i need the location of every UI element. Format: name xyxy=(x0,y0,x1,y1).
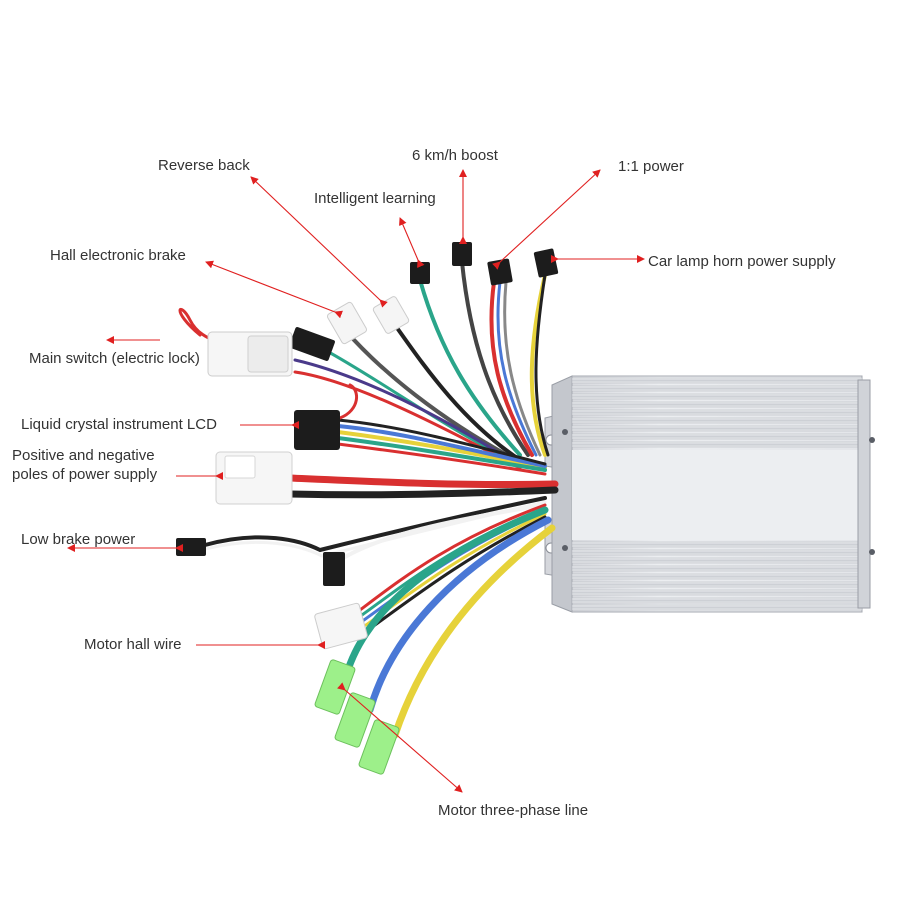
label-boost: 6 km/h boost xyxy=(412,147,498,164)
arrow-hall-brake xyxy=(205,260,343,319)
callout-arrows xyxy=(67,169,645,793)
label-three-phase: Motor three-phase line xyxy=(438,802,589,819)
low-brake-connector xyxy=(176,538,206,556)
boost-connector xyxy=(452,242,472,266)
label-intelligent-learning: Intelligent learning xyxy=(314,190,436,207)
label-power-1-1: 1:1 power xyxy=(618,158,684,175)
label-hall-brake: Hall electronic brake xyxy=(50,247,186,264)
label-low-brake: Low brake power xyxy=(21,531,136,548)
black-brake-connector xyxy=(323,552,345,586)
small-black-connector xyxy=(289,327,335,361)
label-lamp-horn: Car lamp horn power supply xyxy=(648,253,836,270)
reverse-back-connector xyxy=(372,296,410,334)
label-lcd: Liquid crystal instrument LCD xyxy=(21,416,217,433)
motor-hall-connector xyxy=(314,602,368,650)
intelligent-learning-connector xyxy=(410,262,430,284)
label-motor-hall: Motor hall wire xyxy=(84,636,182,653)
arrow-intelligent-learning xyxy=(399,217,425,269)
power-1-1-connector xyxy=(487,258,513,286)
controller-housing xyxy=(544,375,875,613)
label-power-poles: Positive and negative poles of power sup… xyxy=(12,447,158,483)
label-reverse-back: Reverse back xyxy=(158,157,250,174)
hall-brake-connector xyxy=(326,301,368,345)
arrow-reverse-back xyxy=(250,176,388,308)
lamp-horn-connector xyxy=(533,248,559,278)
arrow-power-1-1 xyxy=(492,169,601,270)
arrow-three-phase xyxy=(337,682,463,793)
lcd-connector xyxy=(294,410,340,450)
label-main-switch: Main switch (electric lock) xyxy=(29,350,200,367)
